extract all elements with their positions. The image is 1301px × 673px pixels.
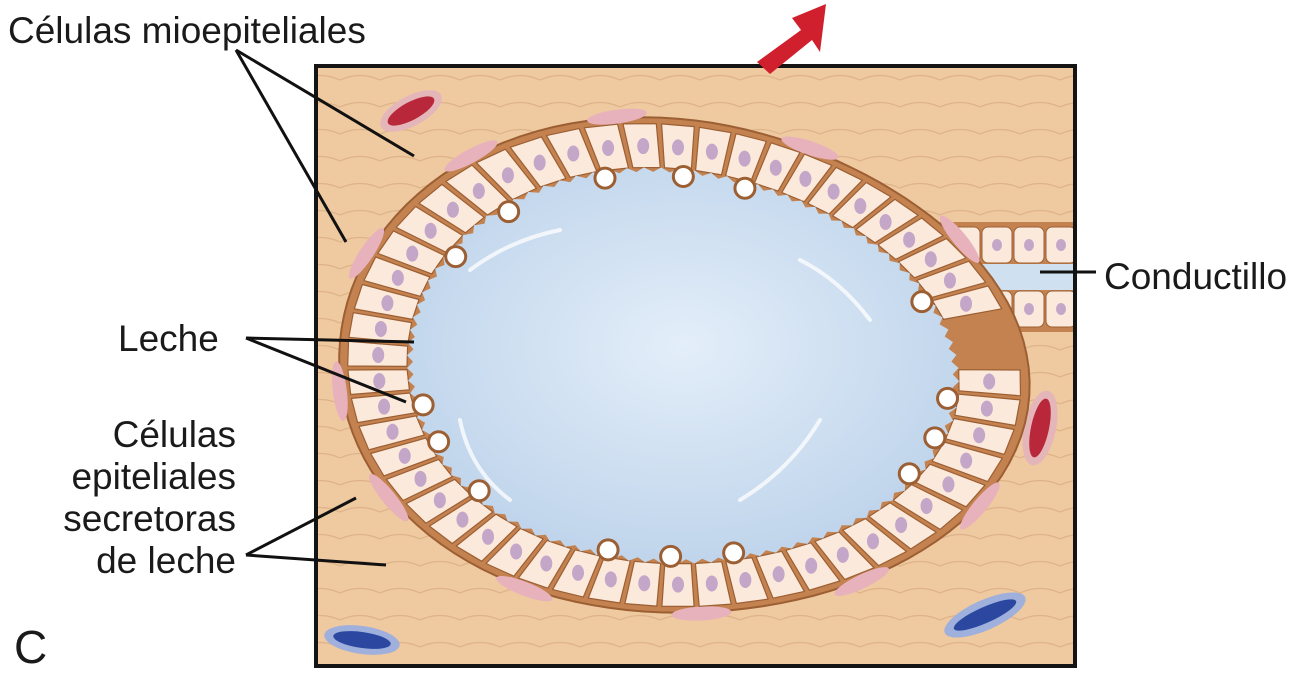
cell-nucleus: [706, 575, 718, 591]
duct-cell-nucleus: [1024, 303, 1034, 315]
cell-nucleus: [387, 424, 399, 440]
cell-nucleus: [706, 144, 718, 160]
cell-nucleus: [921, 498, 933, 514]
cell-nucleus: [837, 547, 849, 563]
cell-nucleus: [880, 214, 892, 230]
cell-nucleus: [672, 577, 684, 593]
cell-nucleus: [942, 476, 954, 492]
label-milk: Leche: [118, 318, 219, 360]
cell-nucleus: [473, 183, 485, 199]
cell-nucleus: [567, 146, 579, 162]
cell-nucleus: [375, 321, 387, 337]
milk-droplet: [413, 395, 433, 415]
duct-cell-nucleus: [1024, 239, 1034, 251]
label-secretory-line-1: Células: [63, 414, 236, 456]
cell-nucleus: [854, 198, 866, 214]
label-secretory-line-3: secretoras: [63, 498, 236, 540]
duct-cell-nucleus: [1056, 239, 1066, 251]
panel-letter: C: [14, 622, 47, 672]
milk-droplet: [598, 540, 618, 560]
cell-nucleus: [378, 399, 390, 415]
milk-droplet: [661, 546, 681, 566]
milk-droplet: [899, 464, 919, 484]
cell-nucleus: [637, 138, 649, 154]
milk-droplet: [925, 428, 945, 448]
milk-droplet: [938, 388, 958, 408]
label-secretory-line-2: epiteliales: [63, 456, 236, 498]
cell-nucleus: [638, 575, 650, 591]
cell-nucleus: [381, 295, 393, 311]
cell-nucleus: [502, 167, 514, 183]
cell-nucleus: [828, 184, 840, 200]
cell-nucleus: [572, 565, 584, 581]
cell-nucleus: [372, 347, 384, 363]
cell-nucleus: [602, 140, 614, 156]
milk-droplet: [735, 178, 755, 198]
label-myoepithelial-cells: Células mioepiteliales: [8, 10, 366, 52]
milk-droplet: [912, 292, 932, 312]
duct-cell-nucleus: [1056, 303, 1066, 315]
cell-nucleus: [983, 374, 995, 390]
cell-nucleus: [925, 251, 937, 267]
cell-nucleus: [434, 492, 446, 508]
milk-droplet: [429, 432, 449, 452]
cell-nucleus: [456, 512, 468, 528]
cell-nucleus: [510, 543, 522, 559]
cell-nucleus: [373, 373, 385, 389]
cell-nucleus: [981, 401, 993, 417]
label-duct: Conductillo: [1104, 256, 1287, 298]
milk-droplet: [469, 481, 489, 501]
cell-nucleus: [392, 270, 404, 286]
cell-nucleus: [973, 427, 985, 443]
cell-nucleus: [805, 558, 817, 574]
cell-nucleus: [399, 448, 411, 464]
cell-nucleus: [739, 151, 751, 167]
cell-nucleus: [773, 566, 785, 582]
duct-cell-nucleus: [992, 239, 1002, 251]
milk-droplet: [673, 167, 693, 187]
milk-droplet: [724, 543, 744, 563]
cell-nucleus: [895, 517, 907, 533]
cell-nucleus: [960, 296, 972, 312]
milk-droplet: [446, 247, 466, 267]
red-arrow: [757, 4, 826, 74]
cell-nucleus: [867, 533, 879, 549]
cell-nucleus: [944, 273, 956, 289]
cell-nucleus: [770, 160, 782, 176]
cell-nucleus: [415, 471, 427, 487]
label-secretory-line-4: de leche: [63, 540, 236, 582]
cell-nucleus: [425, 223, 437, 239]
label-secretory-epithelial-cells: Células epiteliales secretoras de leche: [63, 414, 236, 582]
milk-droplet: [499, 202, 519, 222]
cell-nucleus: [447, 202, 459, 218]
cell-nucleus: [903, 232, 915, 248]
cell-nucleus: [672, 139, 684, 155]
cell-nucleus: [605, 571, 617, 587]
cell-nucleus: [540, 556, 552, 572]
cell-nucleus: [799, 171, 811, 187]
cell-nucleus: [534, 155, 546, 171]
cell-nucleus: [960, 453, 972, 469]
milk-droplet: [595, 168, 615, 188]
cell-nucleus: [739, 572, 751, 588]
cell-nucleus: [482, 529, 494, 545]
cell-nucleus: [406, 246, 418, 262]
